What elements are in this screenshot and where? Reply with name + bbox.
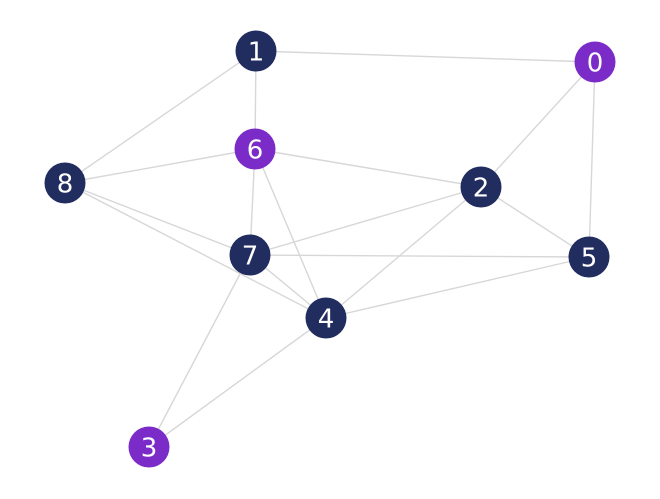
graph-node-circle-8 bbox=[44, 162, 86, 204]
graph-edge-0-5 bbox=[588, 61, 596, 258]
graph-node-circle-3 bbox=[128, 426, 170, 468]
graph-node-circle-7 bbox=[229, 234, 271, 276]
graph-edge-6-8 bbox=[64, 148, 256, 184]
graph-edge-3-7 bbox=[148, 254, 251, 448]
graph-edge-4-5 bbox=[325, 256, 590, 319]
graph-node-5: 5 bbox=[568, 236, 610, 278]
graph-node-circle-6 bbox=[234, 128, 276, 170]
graph-node-8: 8 bbox=[44, 162, 86, 204]
graph-node-1: 1 bbox=[235, 30, 277, 72]
graph-node-circle-1 bbox=[235, 30, 277, 72]
graph-node-7: 7 bbox=[229, 234, 271, 276]
graph-node-4: 4 bbox=[305, 297, 347, 339]
graph-edge-4-6 bbox=[254, 148, 327, 319]
graph-edge-2-6 bbox=[254, 148, 482, 188]
graph-node-circle-0 bbox=[574, 41, 616, 83]
graph-node-2: 2 bbox=[460, 166, 502, 208]
graph-node-6: 6 bbox=[234, 128, 276, 170]
graph-edge-2-5 bbox=[480, 186, 590, 258]
graph-edge-2-4 bbox=[325, 186, 482, 319]
graph-edge-1-8 bbox=[64, 50, 257, 184]
graph-edge-0-1 bbox=[255, 50, 596, 63]
graph-node-3: 3 bbox=[128, 426, 170, 468]
graph-edge-3-4 bbox=[148, 317, 327, 448]
graph-edge-4-8 bbox=[64, 182, 327, 319]
graph-node-0: 0 bbox=[574, 41, 616, 83]
graph-node-circle-2 bbox=[460, 166, 502, 208]
graph-edge-5-7 bbox=[249, 254, 590, 258]
graph-edge-0-2 bbox=[480, 61, 596, 188]
graph-edge-7-8 bbox=[64, 182, 251, 256]
graph-node-circle-4 bbox=[305, 297, 347, 339]
graph-node-circle-5 bbox=[568, 236, 610, 278]
graph-edge-2-7 bbox=[249, 186, 482, 256]
